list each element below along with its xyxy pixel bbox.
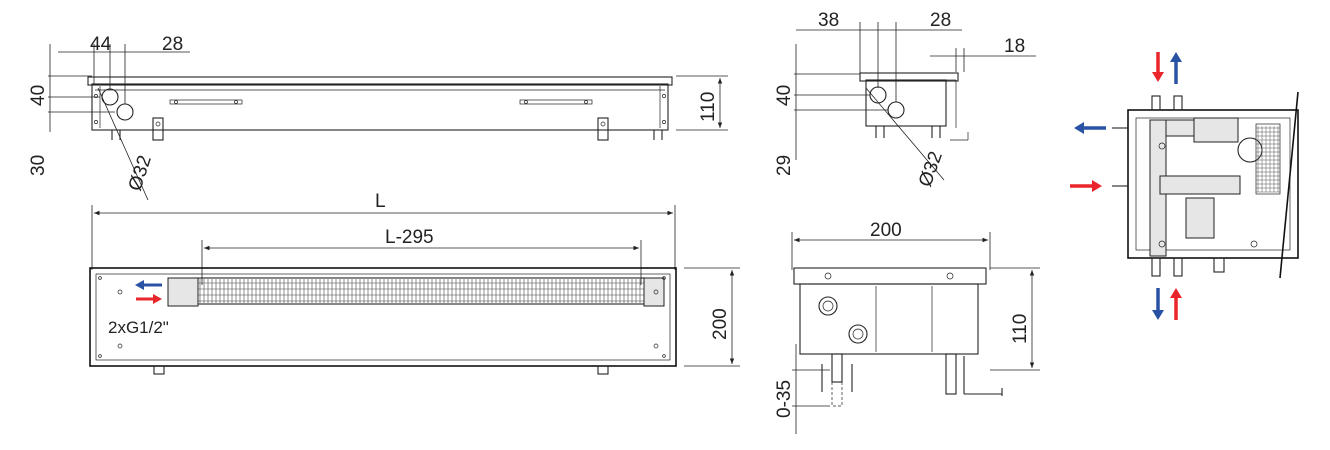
side-dim-28: 28	[930, 10, 951, 31]
connection-detail	[1070, 52, 1299, 320]
dim-200: 200	[710, 308, 731, 340]
side-dim-29: 29	[774, 155, 795, 176]
plan-view: L L-295 2xG1/2" 200	[89, 191, 740, 375]
section-dim-200: 200	[870, 220, 902, 241]
dim-28: 28	[162, 34, 183, 55]
dim-L-295: L-295	[385, 227, 434, 248]
front-elevation: 44 28 40 30 110 Ø32	[28, 34, 728, 201]
dim-L: L	[375, 191, 386, 212]
side-dim-40: 40	[774, 85, 795, 106]
connection-label: 2xG1/2"	[108, 318, 169, 337]
side-dim-diameter-32: Ø32	[915, 149, 947, 190]
cross-section: 200 110 0-35	[774, 220, 1040, 434]
dim-40: 40	[28, 85, 49, 106]
side-dim-18: 18	[1004, 36, 1025, 57]
dim-30: 30	[28, 155, 49, 176]
dim-44: 44	[90, 34, 112, 55]
section-dim-0-35: 0-35	[774, 380, 795, 418]
side-dim-38: 38	[818, 10, 839, 31]
dim-110: 110	[698, 92, 719, 122]
side-elevation: 38 28 18 40 29 Ø32	[774, 10, 1036, 190]
section-dim-110: 110	[1010, 314, 1031, 344]
